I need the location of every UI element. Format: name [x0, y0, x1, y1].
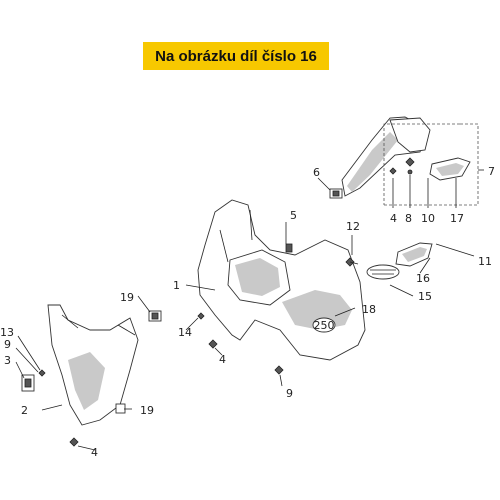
callout-15: 15 [418, 290, 432, 303]
callout-10: 10 [421, 212, 435, 225]
callout-labels: 1 2 3 4 4 4 5 6 7 8 9 9 10 11 12 13 14 1… [0, 165, 495, 459]
callout-4-bottom: 4 [91, 446, 98, 459]
callout-16: 16 [416, 272, 430, 285]
callout-9-left: 9 [4, 338, 11, 351]
callout-13: 13 [0, 326, 14, 339]
callout-18: 18 [362, 303, 376, 316]
group-7-bracket [384, 123, 479, 206]
indicator-lens-top [429, 157, 471, 181]
clip-part-3 [21, 374, 35, 392]
callout-11: 11 [478, 255, 492, 268]
plate-badge: 250 [312, 317, 336, 333]
callout-3: 3 [4, 354, 11, 367]
callout-5: 5 [290, 209, 297, 222]
group-7-bracket-left [383, 123, 460, 205]
mirror-part [341, 116, 431, 197]
callout-19-upper: 19 [120, 291, 134, 304]
callout-2: 2 [21, 404, 28, 417]
front-shield-part [197, 199, 366, 361]
callout-8: 8 [405, 212, 412, 225]
callout-4-top: 4 [390, 212, 397, 225]
callout-19-lower: 19 [140, 404, 154, 417]
callout-7: 7 [488, 165, 495, 178]
leg-shield-part [47, 304, 139, 426]
callout-9-bottom: 9 [286, 387, 293, 400]
part-number-banner: Na obrázku díl číslo 16 [143, 42, 329, 70]
callout-17: 17 [450, 212, 464, 225]
callout-1: 1 [173, 279, 180, 292]
screw-icons [38, 157, 415, 447]
banner-text: Na obrázku díl číslo 16 [155, 47, 317, 65]
plate-text: 250 [314, 319, 335, 332]
callout-6: 6 [313, 166, 320, 179]
clip-part-6 [329, 188, 343, 199]
clip-part-19-upper [148, 310, 162, 322]
clip-part-19-lower [115, 403, 126, 414]
callout-14: 14 [178, 326, 192, 339]
side-indicator-part [366, 242, 433, 280]
leader-lines [15, 169, 484, 451]
callout-4-mid: 4 [219, 353, 226, 366]
callout-12: 12 [346, 220, 360, 233]
